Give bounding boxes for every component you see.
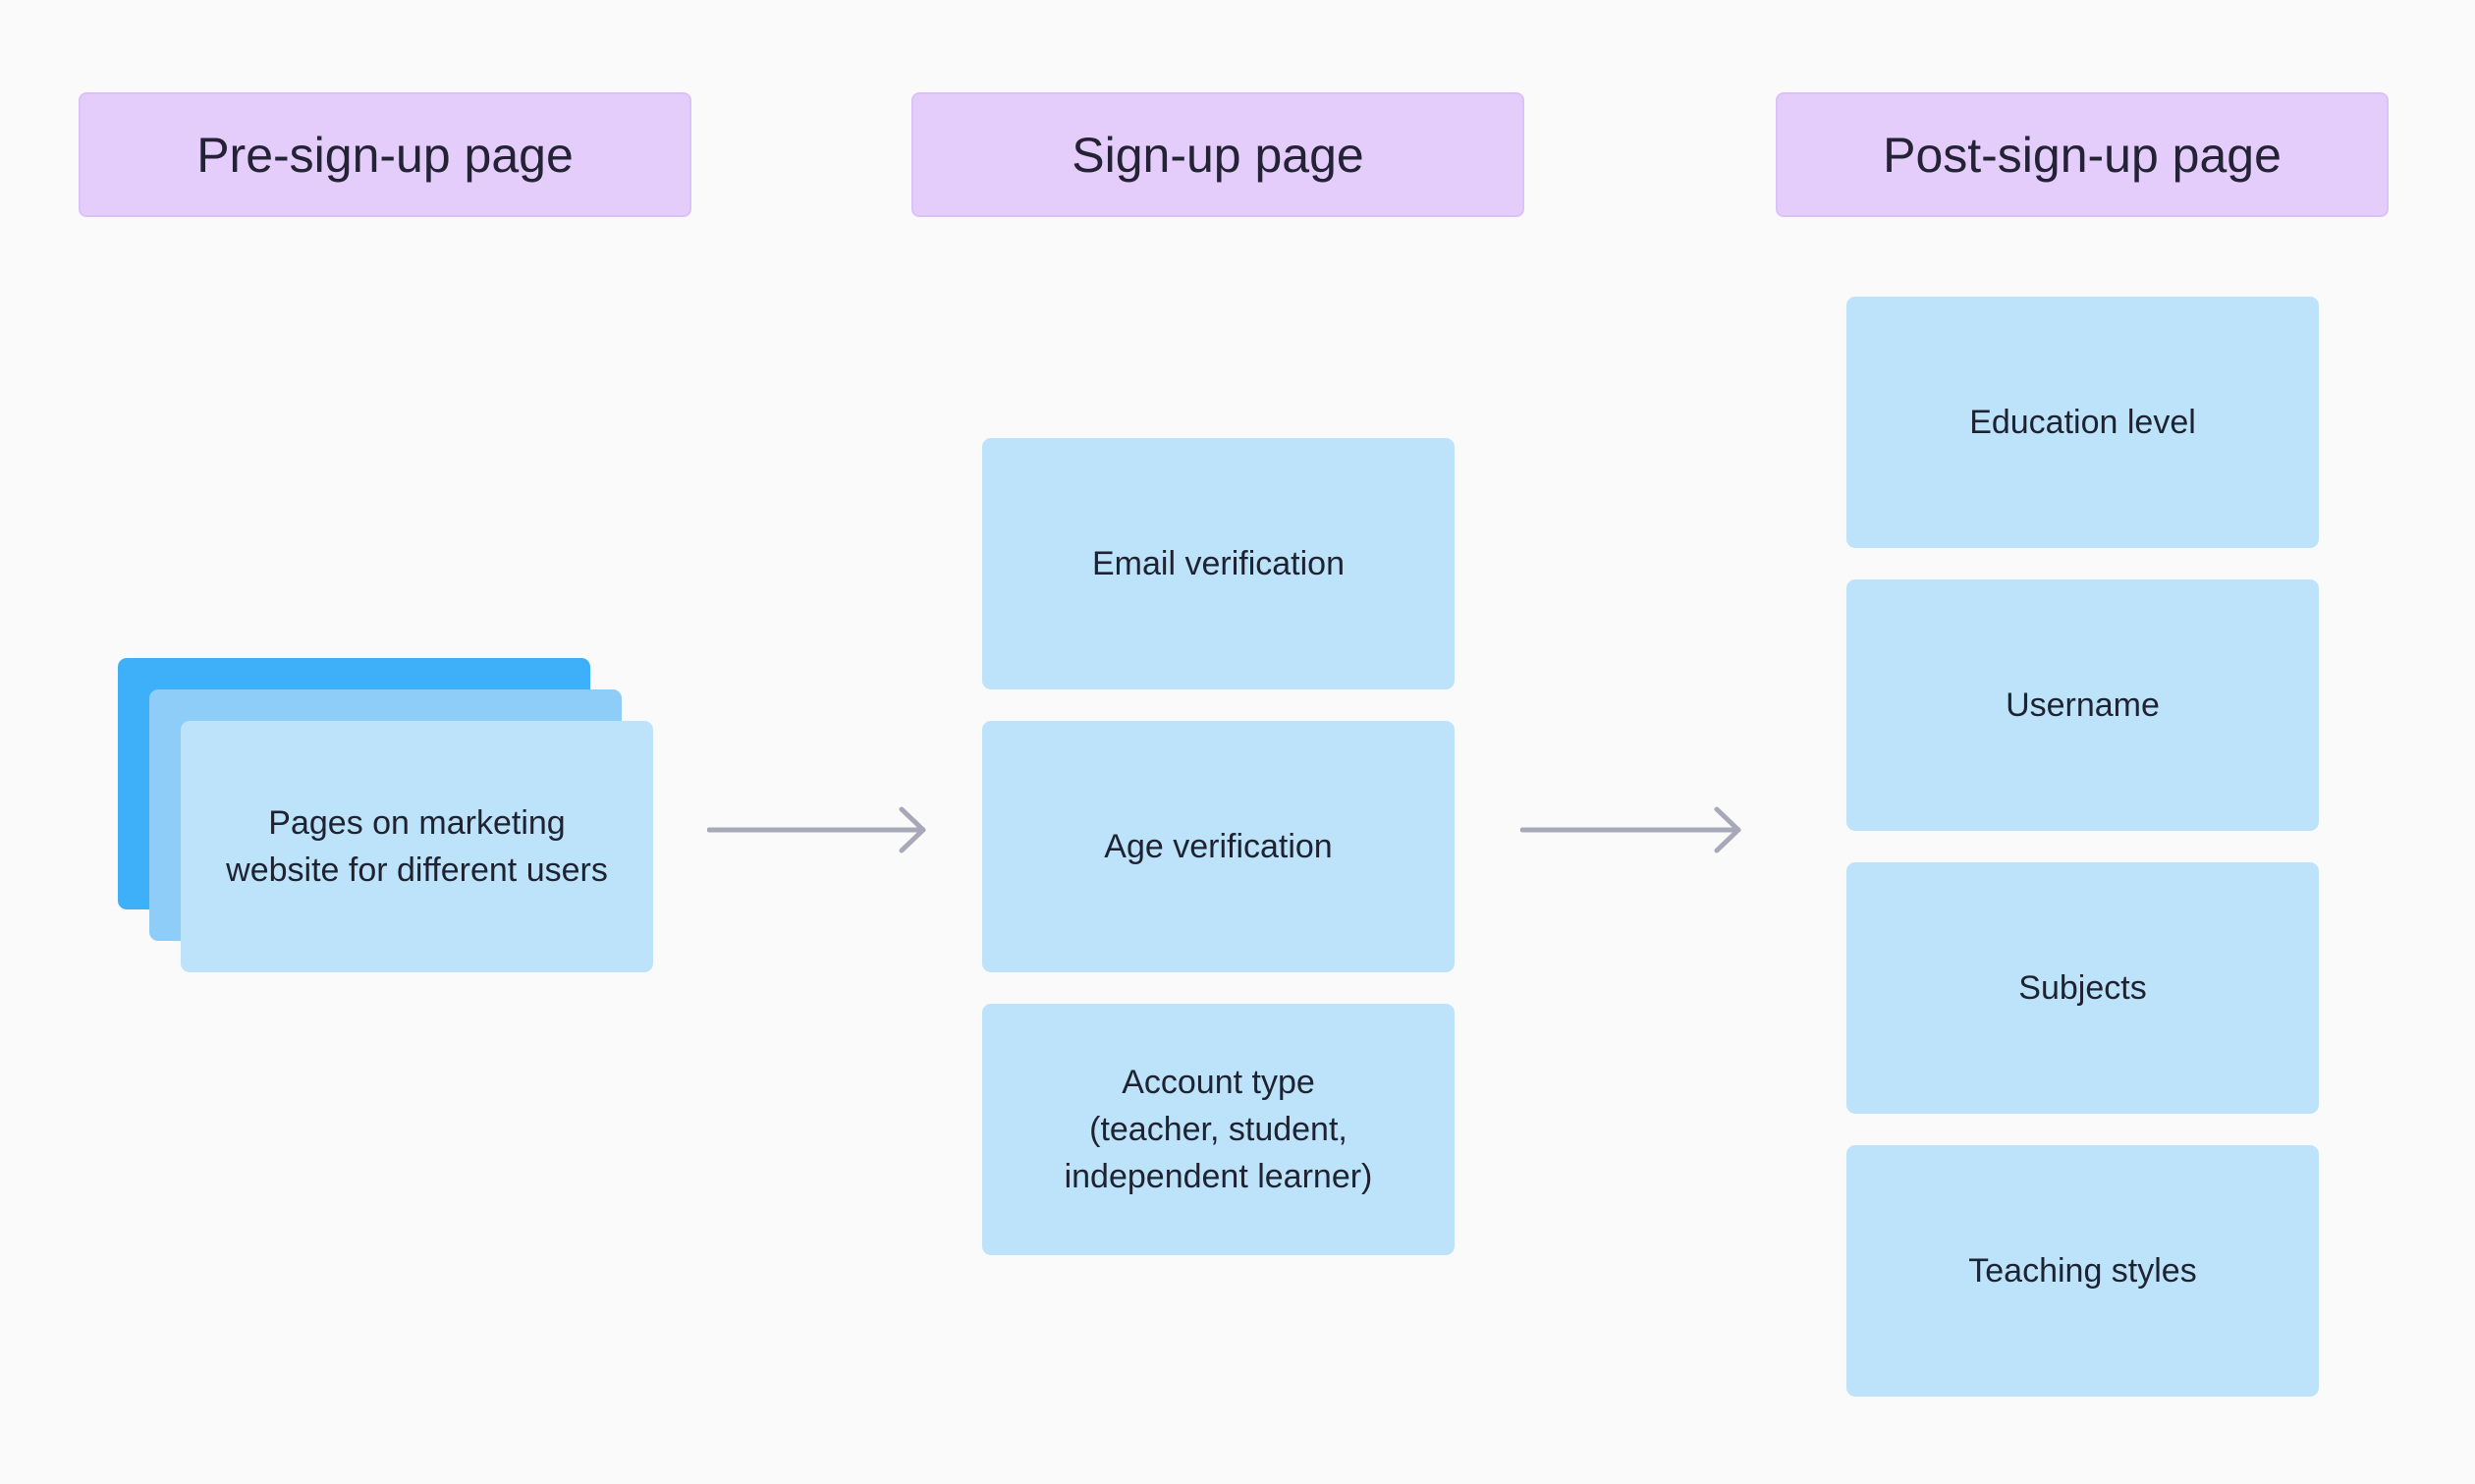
account-type-label: Account type (teacher, student, independ… (1064, 1064, 1373, 1195)
teaching-styles-box: Teaching styles (1846, 1145, 2319, 1397)
account-type-box: Account type (teacher, student, independ… (982, 1004, 1455, 1255)
subjects-box: Subjects (1846, 862, 2319, 1114)
subjects-label: Subjects (2018, 969, 2147, 1007)
education-level-box: Education level (1846, 297, 2319, 548)
email-verification-label: Email verification (1092, 545, 1345, 582)
username-label: Username (2006, 687, 2160, 724)
age-verification-box: Age verification (982, 721, 1455, 972)
email-verification-box: Email verification (982, 438, 1455, 689)
age-verification-label: Age verification (1104, 828, 1333, 865)
header-pre-sign-up: Pre-sign-up page (79, 92, 691, 217)
arrow-signup-to-post (1520, 806, 1741, 853)
marketing-pages-card: Pages on marketing website for different… (181, 721, 653, 972)
arrow-pre-to-signup (707, 806, 926, 853)
header-sign-up: Sign-up page (911, 92, 1524, 217)
teaching-styles-label: Teaching styles (1968, 1252, 2197, 1290)
header-post-sign-up: Post-sign-up page (1776, 92, 2389, 217)
username-box: Username (1846, 579, 2319, 831)
education-level-label: Education level (1969, 404, 2196, 441)
marketing-pages-label: Pages on marketing website for different… (226, 804, 608, 889)
